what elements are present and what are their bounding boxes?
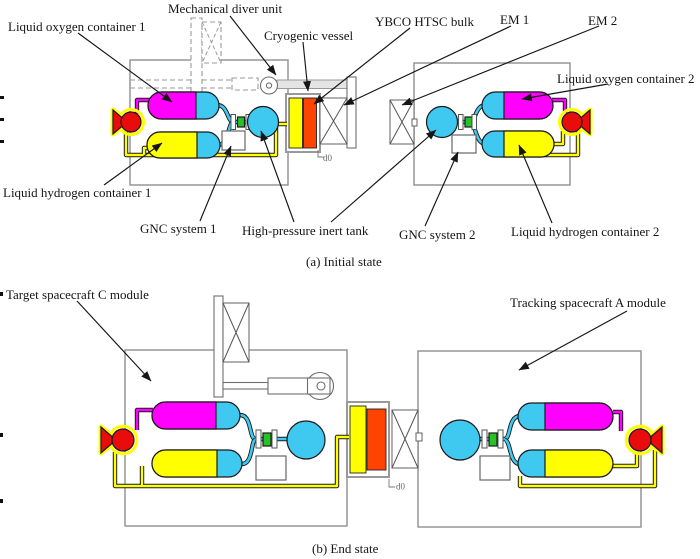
ybco-htsc-bulk-b	[366, 408, 387, 471]
liquid-hydrogen-container-target	[151, 449, 243, 478]
liquid-oxygen-container-1	[147, 91, 220, 120]
docking-strip	[346, 76, 357, 149]
em-box-b	[391, 409, 423, 469]
gnc-system-tracking	[479, 455, 511, 481]
arrow-high-pressure-tank-2	[330, 129, 437, 223]
gnc-system-2	[451, 134, 477, 154]
arrow-target-spacecraft	[76, 300, 152, 382]
arrow-liquid-hydrogen-container-1	[103, 142, 163, 186]
label-mechanical-diver-unit: Mechanical diver unit	[168, 1, 282, 16]
em-1-box	[319, 97, 348, 145]
arrow-liquid-hydrogen-container-2	[518, 144, 553, 224]
panel-b: d0	[6, 287, 666, 556]
engine-chamber-target	[111, 428, 135, 452]
mechanical-diver-unit-deployed	[213, 295, 335, 401]
diver-arm-b	[267, 377, 313, 395]
high-pressure-inert-tank-2	[425, 105, 459, 139]
label-em-2: EM 2	[588, 13, 617, 28]
ybco-htsc-bulk	[303, 97, 317, 149]
label-ybco-htsc-bulk: YBCO HTSC bulk	[375, 14, 474, 29]
gap-dimension-a: d0	[317, 150, 333, 163]
engine-chamber-1	[120, 111, 142, 133]
arrow-liquid-oxygen-container-2	[521, 83, 609, 102]
panel-b-arrows	[76, 300, 628, 382]
arrow-em-2	[401, 25, 600, 106]
rocket-engine-1	[110, 107, 146, 137]
gnc-system-target	[255, 455, 287, 481]
valve-1	[236, 116, 246, 128]
liquid-hydrogen-container-2	[481, 130, 555, 158]
caption-panel-b: (b) End state	[312, 541, 379, 556]
arrow-high-pressure-tank-1	[260, 130, 295, 223]
liquid-hydrogen-container-tracking	[517, 449, 614, 478]
liquid-oxygen-container-2	[481, 91, 554, 120]
diver-mast	[213, 295, 224, 398]
gap-dimension-label-b: d0	[396, 482, 406, 492]
cryogenic-vessel-lh2-layer	[288, 97, 303, 149]
label-cryogenic-vessel: Cryogenic vessel	[264, 28, 354, 43]
arrow-gnc-system-2	[424, 151, 459, 227]
liquid-hydrogen-container-1	[146, 131, 221, 159]
engine-chamber-2	[561, 111, 583, 133]
liquid-oxygen-container-tracking	[517, 402, 614, 431]
arrow-tracking-spacecraft	[518, 310, 628, 371]
arrow-mechanical-diver-unit	[229, 15, 277, 76]
label-liquid-oxygen-container-1: Liquid oxygen container 1	[8, 19, 146, 34]
valve-assembly-target	[255, 429, 278, 449]
arrow-ybco-htsc-bulk	[313, 27, 411, 105]
label-liquid-oxygen-container-2: Liquid oxygen container 2	[557, 71, 695, 86]
arrow-em-1	[343, 25, 512, 106]
mechanical-diver-unit-stowed	[130, 17, 348, 95]
caption-panel-a: (a) Initial state	[306, 254, 382, 269]
label-tracking-spacecraft: Tracking spacecraft A module	[510, 295, 666, 310]
valve-target	[262, 432, 272, 447]
scan-edge-ticks	[0, 96, 4, 503]
em-2-box	[389, 99, 418, 145]
label-high-pressure-inert-tank: High-pressure inert tank	[242, 223, 369, 238]
diver-arm	[276, 79, 348, 89]
high-pressure-inert-tank-1	[246, 105, 280, 139]
rocket-engine-2	[557, 107, 593, 137]
label-liquid-hydrogen-container-1: Liquid hydrogen container 1	[3, 185, 151, 200]
cryogenic-vessel-b	[346, 401, 390, 478]
high-pressure-inert-tank-tracking	[439, 419, 481, 461]
cryogenic-vessel-lh2-layer-b	[349, 405, 367, 474]
valve-2	[464, 116, 473, 128]
label-gnc-system-2: GNC system 2	[399, 227, 476, 242]
propellant-pipes-target	[112, 407, 349, 489]
engine-chamber-tracking	[628, 428, 652, 452]
rocket-engine-target	[98, 424, 139, 456]
valve-assembly-tracking	[481, 429, 504, 449]
propellant-pipes-tracking	[517, 409, 658, 489]
gap-dimension-b: d0	[388, 479, 406, 492]
cryogenic-vessel	[285, 93, 321, 153]
label-liquid-hydrogen-container-2: Liquid hydrogen container 2	[511, 224, 659, 239]
arrow-liquid-oxygen-container-1	[77, 32, 173, 103]
valve-tracking	[488, 432, 498, 447]
arrow-gnc-system-1	[199, 145, 232, 222]
gnc-system-1	[221, 130, 246, 151]
panel-a: d0	[3, 1, 695, 269]
label-em-1: EM 1	[500, 12, 529, 27]
rocket-engine-tracking	[624, 424, 665, 456]
arrow-cryogenic-vessel	[302, 41, 312, 92]
label-target-spacecraft: Target spacecraft C module	[6, 287, 149, 302]
valve-assembly-2	[458, 114, 477, 130]
high-pressure-inert-tank-target	[286, 420, 326, 460]
panel-a-arrows	[77, 15, 609, 227]
liquid-oxygen-container-target	[151, 401, 241, 430]
label-gnc-system-1: GNC system 1	[140, 221, 217, 236]
gap-dimension-label-a: d0	[323, 153, 333, 163]
